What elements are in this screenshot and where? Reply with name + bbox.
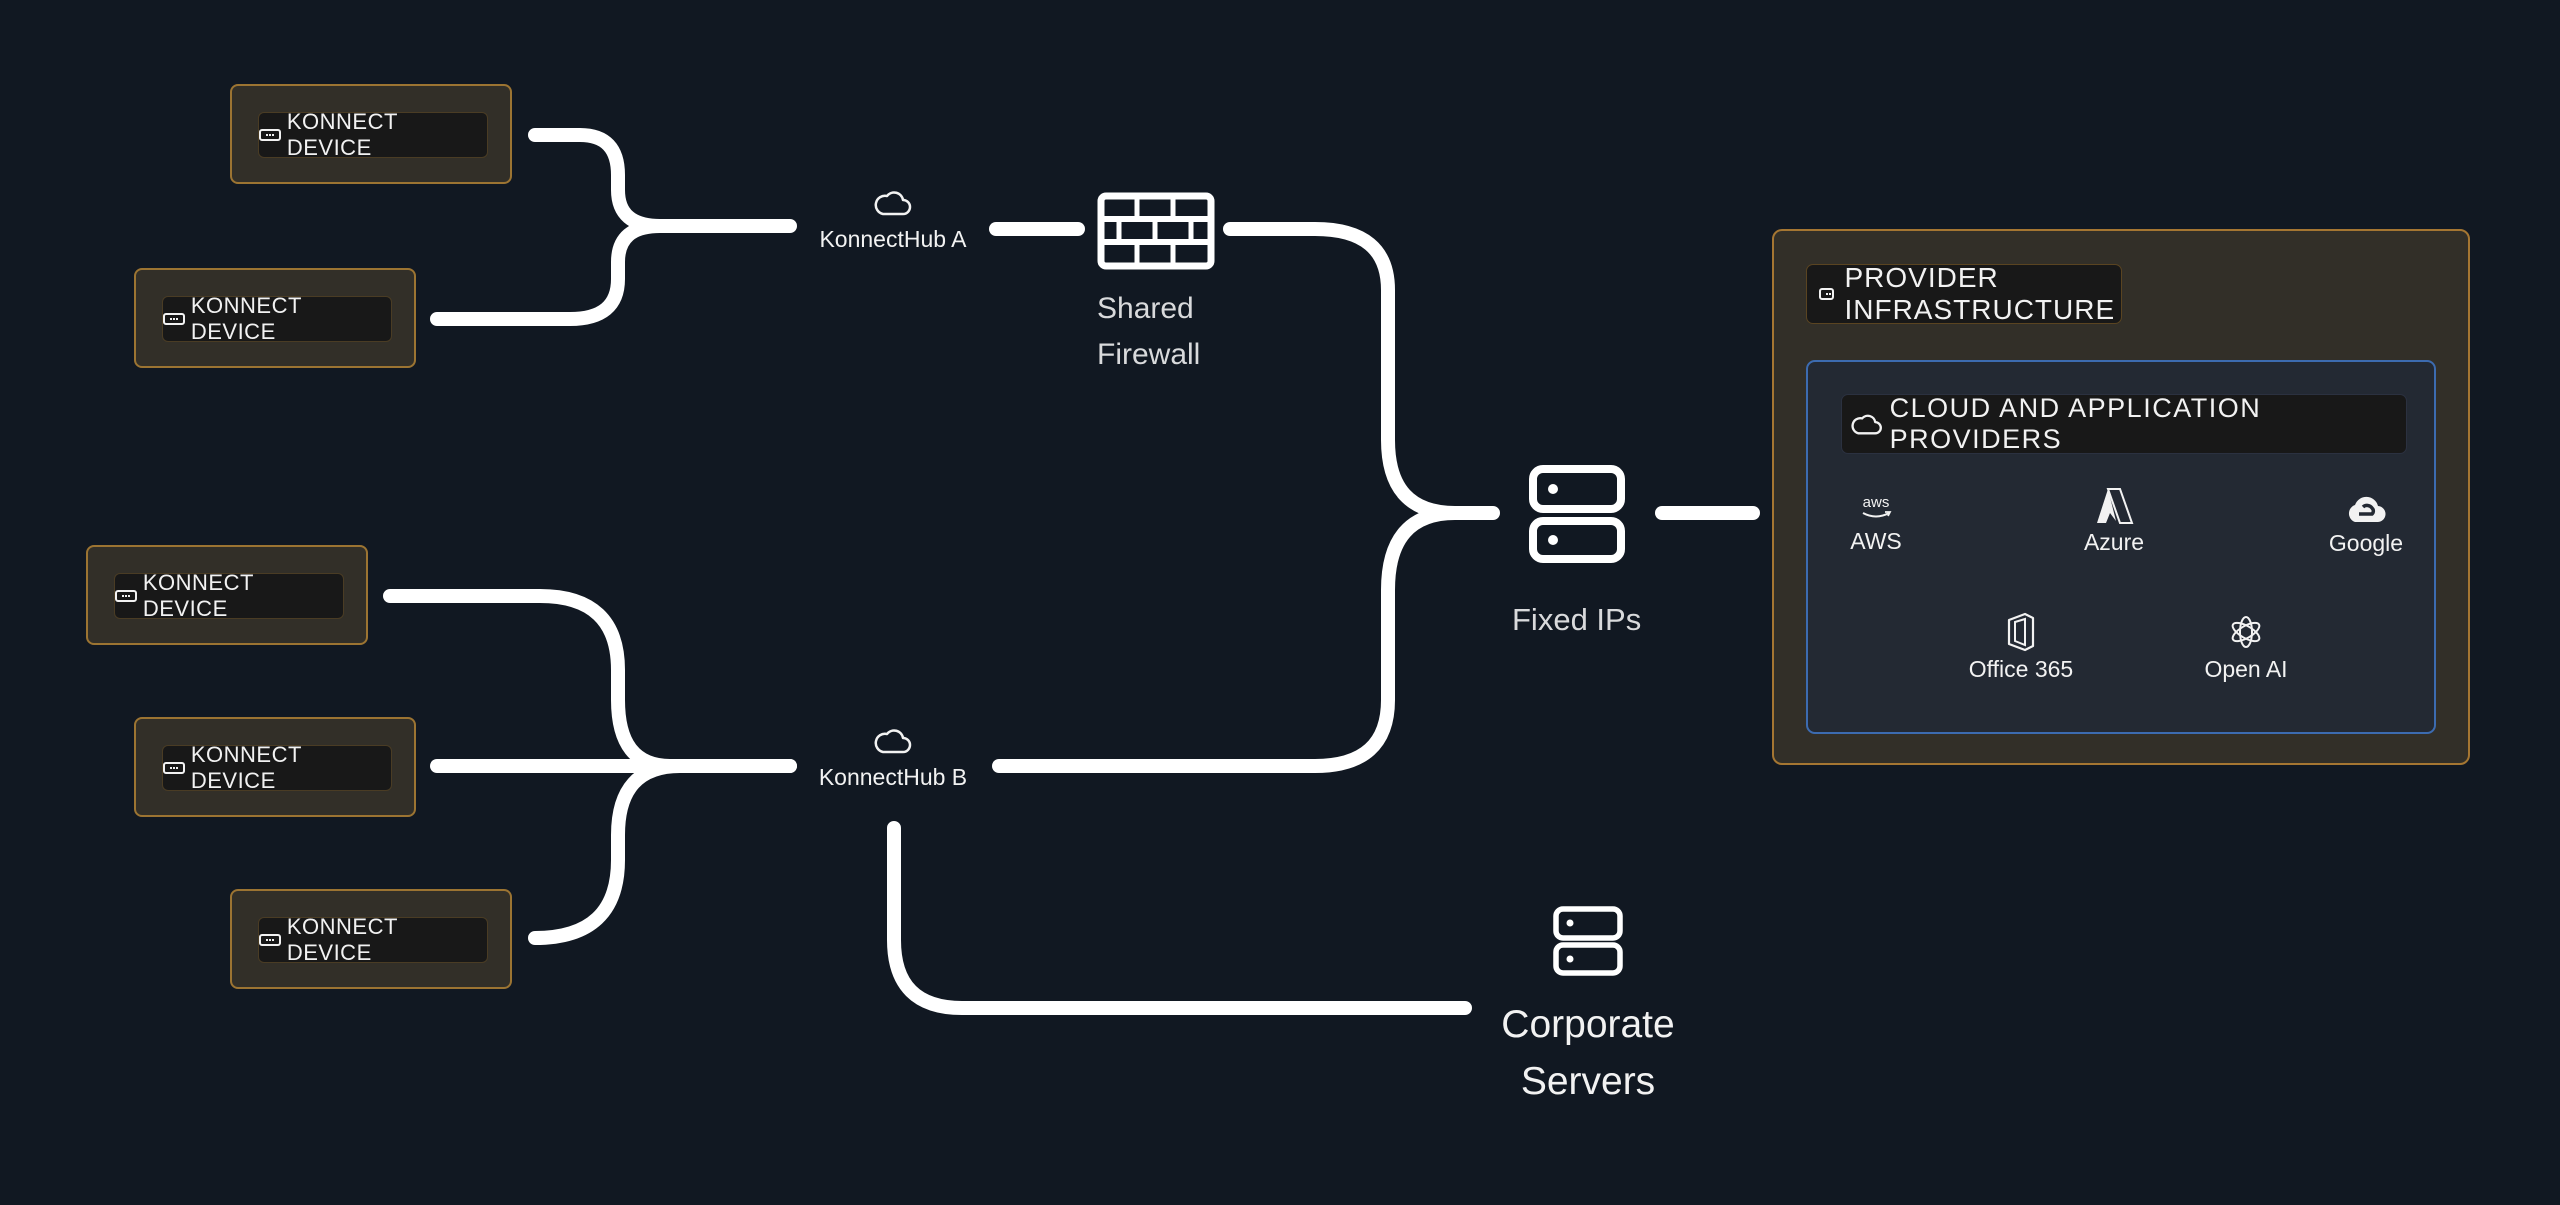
corporate-label-line2: Servers: [1520, 1060, 1656, 1103]
server-icon: [1553, 906, 1623, 976]
device-badge: KONNECT DEVICE: [258, 109, 488, 160]
svg-text:aws: aws: [1863, 494, 1890, 511]
device-badge: KONNECT DEVICE: [162, 293, 392, 344]
hub-label: KonnectHub B: [818, 764, 968, 790]
wire-device5-hub-b: [528, 759, 687, 945]
konnect-device-3[interactable]: KONNECT DEVICE: [86, 545, 368, 645]
chip-icon: [163, 313, 185, 325]
firewall-label-line1: Shared: [1097, 292, 1194, 325]
firewall-icon: [1097, 192, 1215, 270]
provider-infrastructure-box[interactable]: PROVIDER INFRASTRUCTURE CLOUD AND APPLIC…: [1772, 229, 2470, 765]
wire-device3-hub-b: [383, 589, 797, 773]
firewall-label: Shared Firewall: [1097, 286, 1200, 378]
cloud-icon: [874, 191, 912, 216]
google-cloud-icon: [2348, 496, 2386, 523]
cloud-providers-title: CLOUD AND APPLICATION PROVIDERS: [1889, 393, 2262, 454]
server-icon: [1529, 465, 1625, 563]
device-label: KONNECT DEVICE: [286, 914, 398, 965]
wire-hub-b-corporate: [887, 821, 1472, 1015]
konnecthub-b[interactable]: KonnectHub B: [793, 724, 993, 791]
device-badge: KONNECT DEVICE: [162, 742, 392, 793]
corporate-servers-label: Corporate Servers: [1488, 996, 1688, 1110]
provider-label: AWS: [1850, 528, 1902, 554]
cloud-icon: [1851, 414, 1882, 435]
chip-icon: [1819, 288, 1835, 300]
provider-google[interactable]: Google: [2296, 492, 2436, 557]
provider-label: Office 365: [1968, 656, 2074, 682]
wire-device1-hub-a: [528, 128, 797, 233]
hub-label: KonnectHub A: [819, 226, 967, 252]
device-badge: KONNECT DEVICE: [258, 914, 488, 965]
konnect-device-2[interactable]: KONNECT DEVICE: [134, 268, 416, 368]
device-label: KONNECT DEVICE: [190, 293, 302, 344]
konnect-device-5[interactable]: KONNECT DEVICE: [230, 889, 512, 989]
cloud-providers-header: CLOUD AND APPLICATION PROVIDERS: [1841, 393, 2407, 454]
provider-infrastructure-header: PROVIDER INFRASTRUCTURE: [1806, 262, 2122, 325]
openai-icon: [2231, 616, 2261, 648]
azure-icon: [2097, 488, 2134, 524]
device-label: KONNECT DEVICE: [142, 570, 254, 621]
chip-icon: [115, 590, 137, 602]
cloud-providers-panel[interactable]: CLOUD AND APPLICATION PROVIDERS aws AWS …: [1806, 360, 2436, 734]
provider-open-ai[interactable]: Open AI: [2176, 612, 2316, 683]
konnect-device-4[interactable]: KONNECT DEVICE: [134, 717, 416, 817]
konnecthub-a[interactable]: KonnectHub A: [793, 186, 993, 253]
corporate-label-line1: Corporate: [1501, 1003, 1675, 1046]
wire-hub-b-fixed-ips: [992, 506, 1462, 773]
device-badge: KONNECT DEVICE: [114, 570, 344, 621]
fixed-ips-label: Fixed IPs: [1512, 602, 1642, 637]
aws-icon: aws: [1862, 494, 1892, 518]
cloud-icon: [874, 729, 912, 754]
chip-icon: [163, 762, 185, 774]
wire-firewall-fixed-ips: [1223, 222, 1500, 520]
chip-icon: [259, 129, 281, 141]
provider-label: Google: [2328, 530, 2404, 556]
firewall-label-line2: Firewall: [1097, 338, 1201, 371]
provider-office-365[interactable]: Office 365: [1951, 612, 2091, 683]
konnect-device-1[interactable]: KONNECT DEVICE: [230, 84, 512, 184]
device-label: KONNECT DEVICE: [286, 109, 398, 160]
chip-icon: [259, 934, 281, 946]
wire-device2-hub-a: [430, 219, 667, 326]
provider-label: Azure: [2083, 529, 2145, 555]
provider-label: Open AI: [2204, 656, 2288, 682]
provider-aws[interactable]: aws AWS: [1806, 492, 1946, 555]
device-label: KONNECT DEVICE: [190, 742, 302, 793]
provider-azure[interactable]: Azure: [2044, 487, 2184, 556]
provider-infrastructure-title: PROVIDER INFRASTRUCTURE: [1844, 262, 2116, 325]
office-icon: [2007, 612, 2035, 652]
